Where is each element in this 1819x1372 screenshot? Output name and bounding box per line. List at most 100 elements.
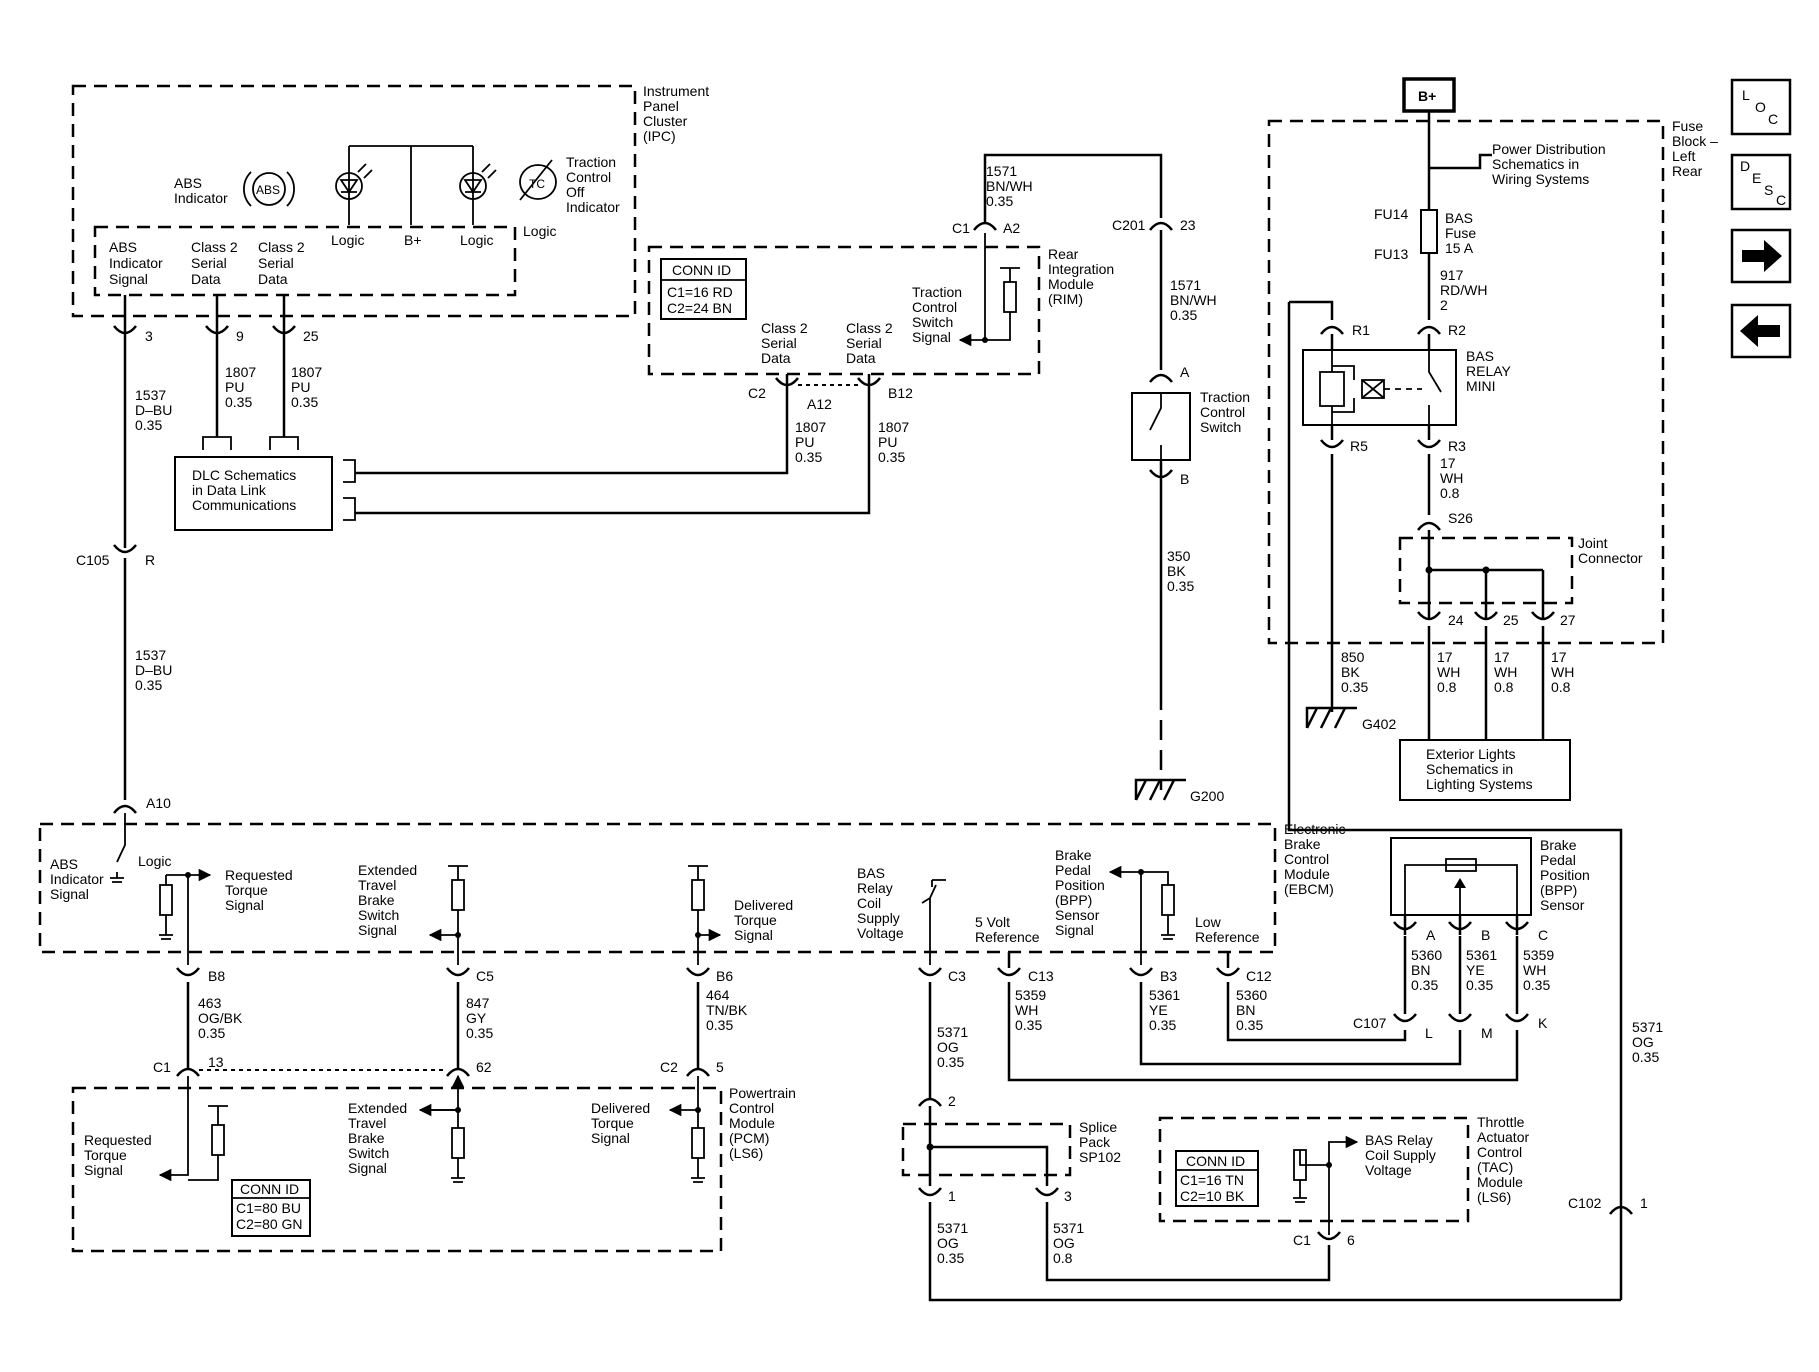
diagram-label: Requested	[84, 1132, 152, 1148]
diagram-label: A12	[807, 396, 832, 412]
prev-page-button[interactable]	[1730, 303, 1792, 359]
diagram-label: FU14	[1374, 206, 1408, 222]
diagram-label: CONN ID	[1186, 1153, 1245, 1169]
diagram-label: (LS6)	[1477, 1189, 1511, 1205]
diagram-label: Torque	[84, 1147, 127, 1163]
diagram-label: 5361	[1466, 947, 1497, 963]
diagram-label: 0.35	[466, 1025, 493, 1041]
diagram-label: R3	[1448, 438, 1466, 454]
diagram-label: 850	[1341, 649, 1365, 665]
diagram-label: 0.35	[1632, 1049, 1659, 1065]
diagram-label: 3	[1064, 1188, 1072, 1204]
diagram-label: BK	[1167, 563, 1186, 579]
diagram-label: K	[1538, 1015, 1548, 1031]
diagram-label: Switch	[912, 314, 953, 330]
diagram-label: Voltage	[1365, 1162, 1412, 1178]
diagram-label: 23	[1180, 217, 1196, 233]
diagram-label: M	[1481, 1025, 1493, 1041]
diagram-label: Left	[1672, 148, 1695, 164]
diagram-label: BAS	[1466, 348, 1494, 364]
diagram-label: 25	[303, 328, 319, 344]
diagram-label: B12	[888, 385, 913, 401]
next-page-button[interactable]	[1730, 228, 1792, 284]
diagram-label: 0.35	[1167, 578, 1194, 594]
diagram-label: 0.35	[986, 193, 1013, 209]
diagram-label: Joint	[1578, 535, 1608, 551]
led-right-icon	[459, 163, 497, 200]
diagram-label: R1	[1352, 322, 1370, 338]
diagram-label: PU	[225, 379, 244, 395]
diagram-label: Communications	[192, 497, 296, 513]
diagram-label: R	[145, 552, 155, 568]
diagram-label: SP102	[1079, 1149, 1121, 1165]
diagram-label: Signal	[50, 886, 89, 902]
diagram-label: A	[1180, 364, 1190, 380]
diagram-label: 0.35	[198, 1025, 225, 1041]
traction-control-switch: Traction Control Switch	[1131, 389, 1250, 461]
diagram-label: OG	[937, 1235, 959, 1251]
diagram-label: Serial	[761, 335, 797, 351]
diagram-label: 5 Volt	[975, 914, 1010, 930]
diagram-label: Electronic	[1284, 821, 1345, 837]
bas-relay: BAS RELAY MINI	[1302, 348, 1512, 426]
diagram-label: C2=80 GN	[236, 1216, 303, 1232]
diagram-label: BN/WH	[1170, 292, 1217, 308]
diagram-label: R2	[1448, 322, 1466, 338]
diagram-label: Torque	[734, 912, 777, 928]
diagram-label: D	[1740, 158, 1750, 174]
diagram-label: PU	[795, 434, 814, 450]
diagram-label: Schematics in	[1426, 761, 1513, 777]
diagram-label: Brake	[358, 892, 395, 908]
diagram-label: WH	[1551, 664, 1574, 680]
diagram-label: 9	[236, 328, 244, 344]
diagram-label: ABS	[50, 856, 78, 872]
diagram-label: Off	[566, 184, 585, 200]
diagram-label: Signal	[225, 897, 264, 913]
diagram-label: 0.35	[937, 1054, 964, 1070]
diagram-label: DLC Schematics	[192, 467, 296, 483]
diagram-label: 2	[1440, 297, 1448, 313]
diagram-label: 5359	[1523, 947, 1554, 963]
diagram-label: Data	[258, 271, 288, 287]
diagram-label: Lighting Systems	[1426, 776, 1533, 792]
diagram-label: OG/BK	[198, 1010, 243, 1026]
diagram-label: Serial	[846, 335, 882, 351]
diagram-label: 917	[1440, 267, 1464, 283]
diagram-label: Relay	[857, 880, 893, 896]
diagram-label: C	[1768, 111, 1778, 127]
diagram-label: C1=16 RD	[667, 284, 733, 300]
diagram-label: Extended	[358, 862, 417, 878]
loc-button[interactable]: L O C	[1730, 78, 1792, 136]
diagram-label: TN/BK	[706, 1002, 748, 1018]
diagram-label: ABS	[256, 183, 280, 197]
diagram-label: 0.35	[135, 417, 162, 433]
exterior-lights-reference-box[interactable]: Exterior Lights Schematics in Lighting S…	[1399, 739, 1571, 801]
diagram-label: Traction	[566, 154, 616, 170]
arrow-left-icon	[1740, 315, 1780, 347]
diagram-label: R5	[1350, 438, 1368, 454]
diagram-label: WH	[1437, 664, 1460, 680]
diagram-label: RELAY	[1466, 363, 1512, 379]
diagram-label: BAS Relay	[1365, 1132, 1433, 1148]
diagram-label: 0.35	[1170, 307, 1197, 323]
diagram-label: G402	[1362, 716, 1396, 732]
diagram-label: Module	[1477, 1174, 1523, 1190]
diagram-label: Class 2	[258, 239, 305, 255]
diagram-label: Module	[729, 1115, 775, 1131]
diagram-label: WH	[1440, 470, 1463, 486]
diagram-label: 17	[1437, 649, 1453, 665]
diagram-label: C2=24 BN	[667, 300, 732, 316]
diagram-label: Pedal	[1540, 852, 1576, 868]
abs-indicator-icon: ABS	[243, 171, 295, 207]
diagram-label: 5371	[937, 1220, 968, 1236]
dlc-reference-box[interactable]: DLC Schematics in Data Link Communicatio…	[174, 456, 333, 531]
diagram-label: 1807	[291, 364, 322, 380]
diagram-label: Torque	[225, 882, 268, 898]
diagram-label: 464	[706, 987, 730, 1003]
diagram-label: 0.35	[225, 394, 252, 410]
diagram-label: Integration	[1048, 261, 1114, 277]
diagram-label: Logic	[138, 853, 171, 869]
desc-button[interactable]: D E S C	[1730, 153, 1792, 211]
diagram-label: 17	[1551, 649, 1567, 665]
diagram-label: C2=10 BK	[1180, 1188, 1245, 1204]
